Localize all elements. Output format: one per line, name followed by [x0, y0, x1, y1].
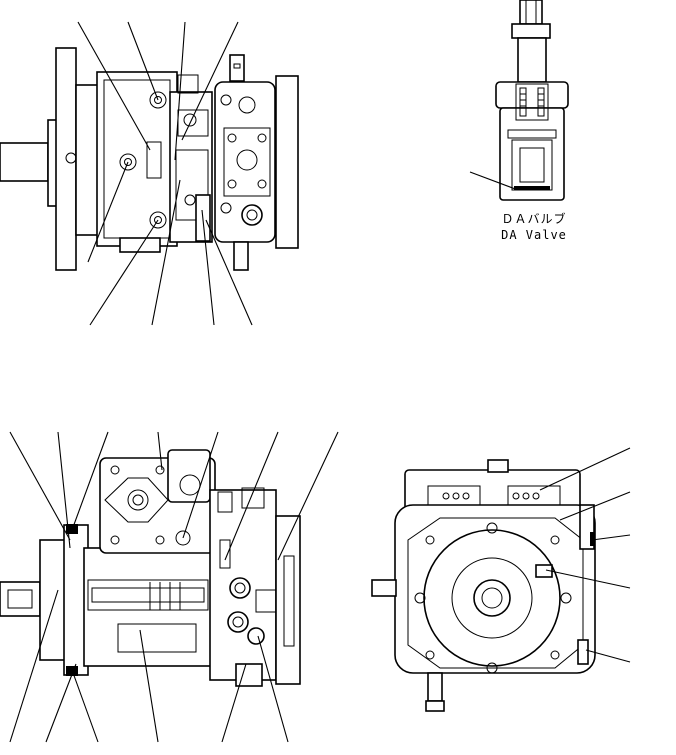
pump-section-view — [0, 431, 339, 743]
plug — [233, 241, 249, 271]
cylinder-block — [83, 547, 213, 667]
da-valve-label-japanese: ＤＡバルブ — [501, 212, 567, 226]
bolt — [149, 91, 167, 109]
pump-side-view — [0, 21, 299, 326]
pump-housing — [96, 71, 178, 247]
drive-shaft-section — [0, 581, 41, 617]
drive-shaft — [0, 142, 49, 182]
da-valve-label-english: DA Valve — [501, 228, 567, 242]
bolt — [149, 211, 167, 229]
da-valve-detail — [469, 0, 569, 201]
bolt — [119, 153, 137, 171]
rear-cover — [275, 515, 301, 685]
end-plate — [275, 75, 299, 249]
pump-end-view — [371, 447, 631, 712]
